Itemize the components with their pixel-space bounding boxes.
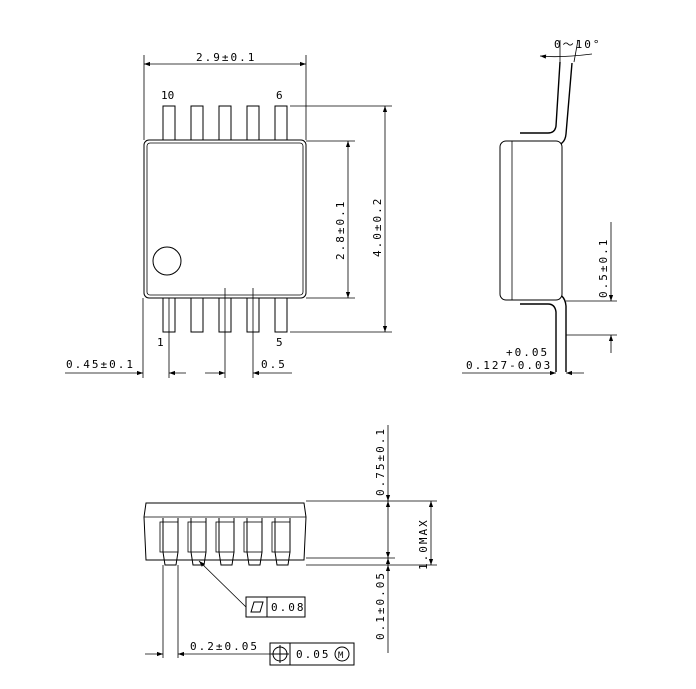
side-view: 0～10° 0.5±0.1 +0.05 0.127-0.03	[462, 38, 617, 376]
mmc-icon	[334, 646, 350, 662]
max-height-dim-label: 1.0MAX	[417, 518, 430, 570]
total-length-dim-label: 4.0±0.2	[371, 197, 384, 257]
side-body	[499, 140, 563, 301]
flatness-icon	[250, 601, 264, 613]
pin-6-label: 6	[276, 89, 283, 102]
width-dim-label: 2.9±0.1	[196, 51, 256, 64]
mmc-symbol: M	[338, 651, 344, 661]
position-value: 0.05	[296, 648, 331, 661]
pin1-marker	[152, 246, 182, 276]
lead-dim-label: 0.2±0.05	[190, 640, 259, 653]
thickness-dim-label: 0.127-0.03	[466, 359, 552, 372]
pin-5-label: 5	[276, 336, 283, 349]
top-view: 2.9±0.1 10 6 1 5 2.8±0.1 4.0±0.2 0.45±0.…	[65, 51, 392, 378]
pitch-dim-label: 0.5	[261, 358, 287, 371]
standoff-dim-label: 0.1±0.05	[374, 571, 387, 640]
package-body	[143, 139, 307, 299]
body-length-dim-label: 2.8±0.1	[334, 200, 347, 260]
position-icon	[271, 645, 289, 663]
angle-dim-label: 0～10°	[554, 38, 602, 51]
position-frame	[269, 642, 355, 666]
front-body	[143, 502, 307, 561]
front-view: 0.75±0.1 1.0MAX 0.1±0.05 0.08 0.2±0.05 0…	[143, 425, 437, 666]
upper-leads	[162, 105, 288, 142]
flatness-value: 0.08	[271, 601, 306, 614]
foot-dim-label: 0.5±0.1	[597, 238, 610, 298]
body-height-dim-label: 0.75±0.1	[374, 427, 387, 496]
upper-lead	[520, 61, 561, 134]
flatness-frame	[245, 596, 306, 618]
thickness-tol-label: +0.05	[506, 346, 549, 359]
pin-1-label: 1	[157, 336, 164, 349]
front-leads	[162, 518, 291, 566]
pin-10-label: 10	[161, 89, 174, 102]
lead-width-dim-label: 0.45±0.1	[66, 358, 135, 371]
